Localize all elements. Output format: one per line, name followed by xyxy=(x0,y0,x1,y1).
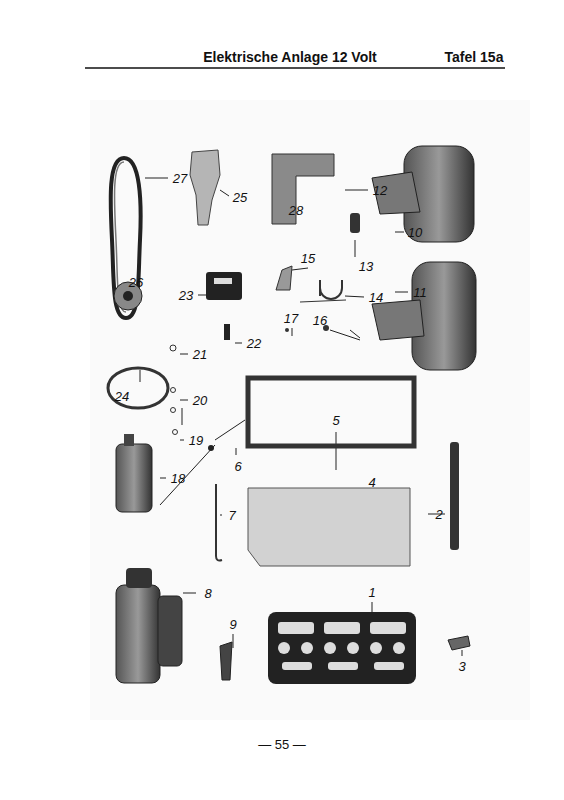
callout-number: 2 xyxy=(434,507,443,522)
photo-ground xyxy=(90,100,530,720)
callout-number: 17 xyxy=(283,311,299,326)
callout-number: 28 xyxy=(288,203,304,218)
callout-number: 25 xyxy=(232,190,248,205)
callout-number: 18 xyxy=(170,471,186,486)
callout-number: 21 xyxy=(192,347,208,362)
callout-number: 8 xyxy=(203,586,212,601)
fuse-hole xyxy=(278,642,290,654)
fuse-hole xyxy=(347,642,359,654)
page-title: Elektrische Anlage 12 Volt xyxy=(203,49,377,65)
starter-8 xyxy=(116,568,182,683)
callout-number: 24 xyxy=(114,389,130,404)
fuse-slot xyxy=(324,622,360,634)
terminal-9 xyxy=(220,642,232,680)
callout-number: 11 xyxy=(412,285,428,300)
washers xyxy=(170,345,178,435)
callout-number: 9 xyxy=(228,617,237,632)
fuse-slot xyxy=(282,662,312,670)
callout-number: 1 xyxy=(367,585,376,600)
callout-number: 16 xyxy=(312,313,328,328)
callout-number: 7 xyxy=(227,508,236,523)
callout-number: 5 xyxy=(331,413,340,428)
callout-number: 13 xyxy=(358,259,374,274)
fuse-slot xyxy=(328,662,358,670)
fuse-slot xyxy=(374,662,404,670)
callout-number: 19 xyxy=(188,433,204,448)
screw-22 xyxy=(224,324,230,340)
callout-number: 20 xyxy=(192,393,208,408)
callout-number: 27 xyxy=(172,171,188,186)
clip-3 xyxy=(448,636,470,650)
cover-28 xyxy=(272,154,334,224)
horn-11 xyxy=(372,262,476,370)
fuse-slot xyxy=(278,622,314,634)
strap-2 xyxy=(450,442,459,550)
bracket-25 xyxy=(190,150,220,225)
plate-number: Tafel 15a xyxy=(445,49,504,65)
callout-number: 23 xyxy=(178,288,194,303)
rod-7 xyxy=(216,484,222,561)
ubolt-14 xyxy=(320,280,342,299)
regulator-23 xyxy=(206,272,242,300)
belt-and-pulley xyxy=(111,158,142,318)
page-number: — 55 — xyxy=(257,737,307,752)
horn-10 xyxy=(372,146,474,242)
leader-lines xyxy=(132,178,462,656)
callout-number: 4 xyxy=(367,475,376,490)
callout-number: 12 xyxy=(372,183,388,198)
callout-number: 15 xyxy=(300,251,316,266)
sleeve-13 xyxy=(350,213,360,233)
fuse-hole xyxy=(301,642,313,654)
clip-15 xyxy=(276,266,292,290)
clamp-24 xyxy=(108,368,168,408)
battery-frame-5 xyxy=(248,378,414,446)
fuse-hole xyxy=(393,642,405,654)
dynamo-18 xyxy=(116,434,152,512)
callout-number: 22 xyxy=(246,336,262,351)
callout-number: 10 xyxy=(407,225,423,240)
callout-number: 14 xyxy=(368,290,384,305)
fuse-hole xyxy=(370,642,382,654)
callout-number: 6 xyxy=(233,459,242,474)
fuse-hole xyxy=(324,642,336,654)
plate-4 xyxy=(248,488,410,566)
fusebox-1 xyxy=(268,612,416,684)
callout-number: 3 xyxy=(457,659,466,674)
fuse-slot xyxy=(370,622,406,634)
header-rule xyxy=(85,67,505,69)
callout-number: 26 xyxy=(128,275,144,290)
